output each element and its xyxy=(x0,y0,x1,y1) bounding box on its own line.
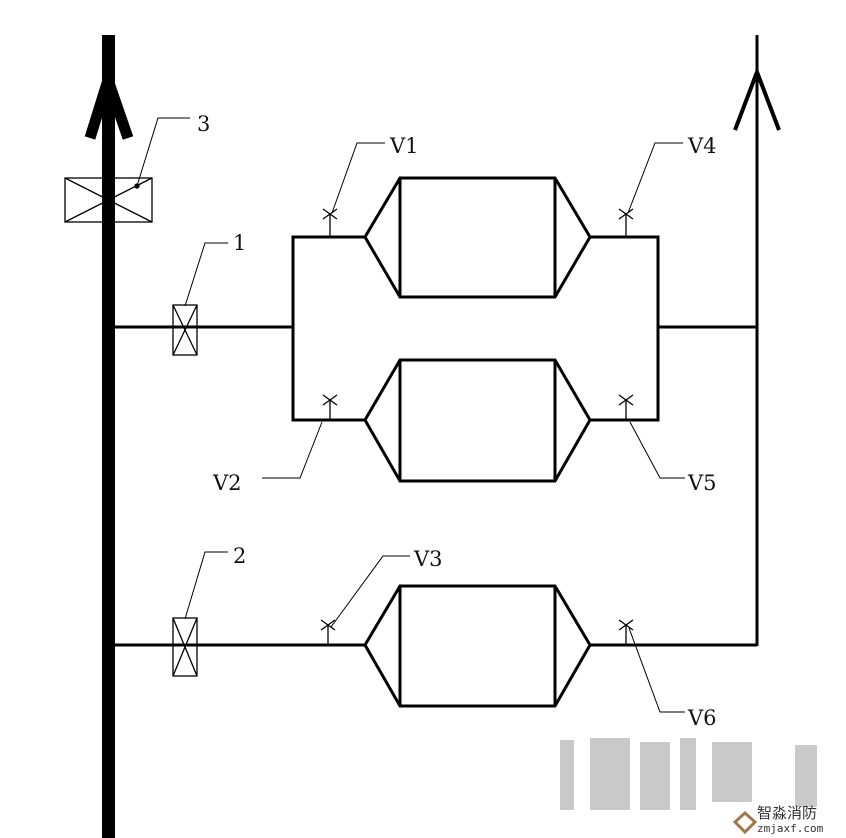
valve-v6 xyxy=(618,619,685,713)
valve-v4-label: V4 xyxy=(687,134,717,158)
filter-unit-1 xyxy=(363,176,592,299)
damper-2 xyxy=(172,551,228,677)
valve-v3-label: V3 xyxy=(413,547,443,571)
valve-v5-label: V5 xyxy=(687,471,717,495)
damper-2-label: 2 xyxy=(233,544,246,568)
branch-1-pipes xyxy=(108,235,757,422)
valve-v2-label: V2 xyxy=(212,471,242,495)
main-riser-pipe xyxy=(84,35,134,838)
right-riser-pipe xyxy=(733,35,781,646)
watermark-logo: 智淼消防 zmjaxf.com xyxy=(732,804,824,835)
valve-v4 xyxy=(618,142,683,237)
watermark-name: 智淼消防 xyxy=(757,804,817,822)
watermark-site: zmjaxf.com xyxy=(757,822,824,835)
valve-v1-label: V1 xyxy=(389,134,419,158)
filter-unit-2 xyxy=(363,358,592,483)
valve-v5 xyxy=(618,394,685,479)
damper-3-label: 3 xyxy=(197,112,210,136)
damper-1 xyxy=(172,242,228,356)
watermark xyxy=(560,738,817,810)
valve-v3 xyxy=(320,555,410,645)
valve-v1 xyxy=(322,142,385,237)
valve-v2 xyxy=(262,394,338,479)
filter-unit-3 xyxy=(363,584,592,708)
damper-3 xyxy=(64,117,190,223)
valve-v6-label: V6 xyxy=(687,706,717,730)
damper-1-label: 1 xyxy=(233,231,246,255)
